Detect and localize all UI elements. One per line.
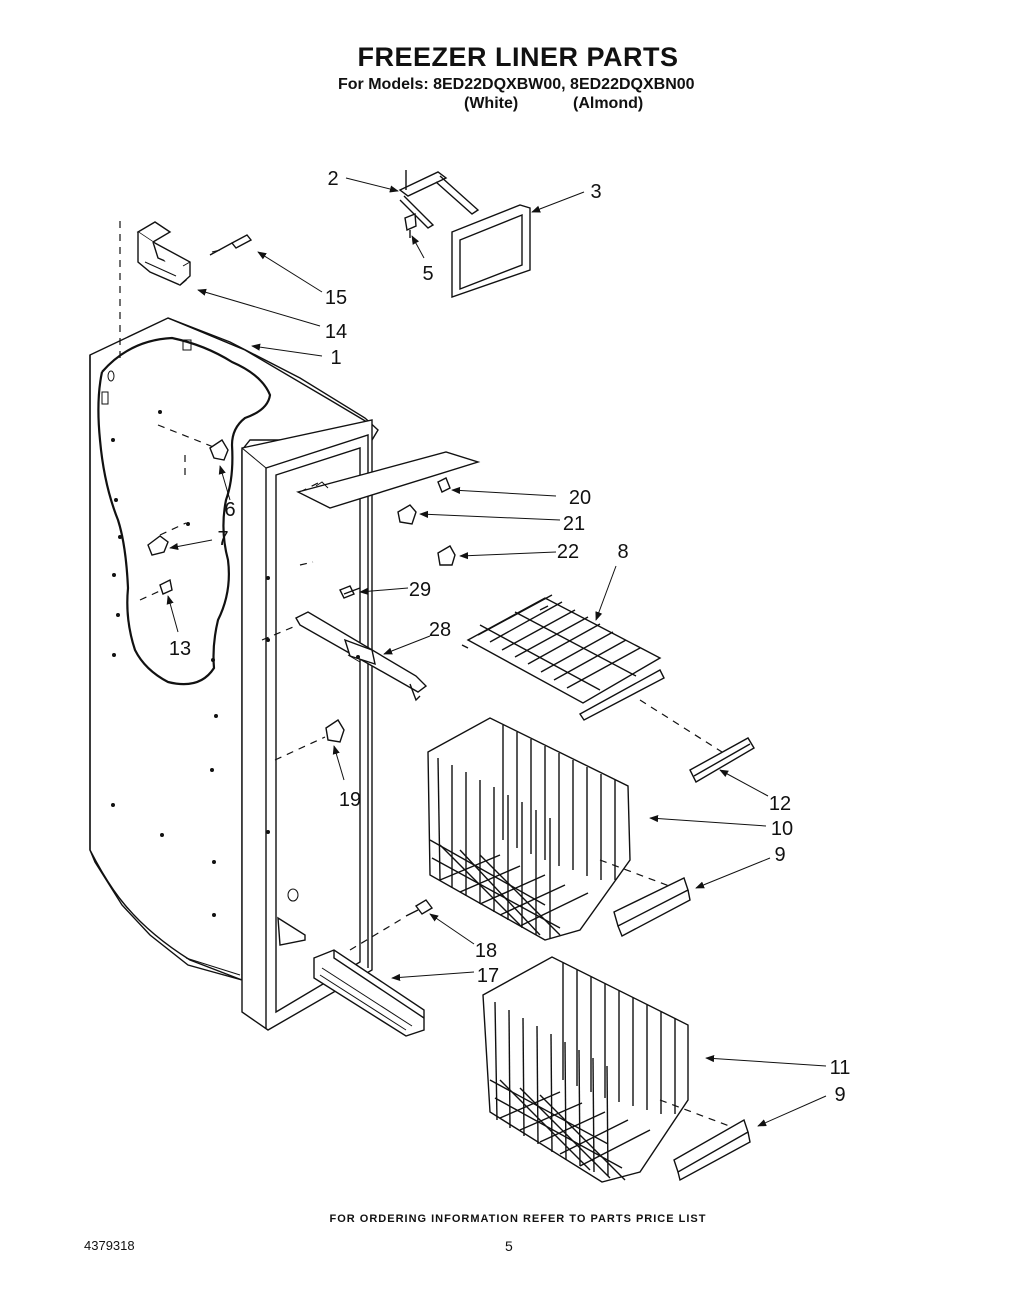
callout-29: 29 [409,579,431,601]
page-title: FREEZER LINER PARTS [357,42,679,72]
shelf-screw [339,585,361,599]
upper-freezer-basket [427,717,681,941]
freezer-liner [89,218,379,1031]
callout-9-upper: 9 [774,844,785,866]
callout-13: 13 [169,638,191,660]
basket-trim-upper [613,877,691,937]
shelf-support-rail [295,611,428,702]
top-hinge-bracket [136,221,191,286]
callout-5: 5 [422,263,433,285]
callout-10: 10 [771,818,793,840]
clip-part-21 [397,504,417,525]
callout-28: 28 [429,619,451,641]
hinge-screw [209,234,253,256]
callout-14: 14 [325,321,347,343]
clip-part-22 [437,545,456,566]
callout-17: 17 [477,965,499,987]
wiring-harness [97,336,272,686]
color-label-white: (White) [464,95,519,112]
callout-15: 15 [325,287,347,309]
callout-18: 18 [475,940,497,962]
shelf-front-rail [639,699,755,783]
callout-12: 12 [769,793,791,815]
light-lens-frame [451,204,531,298]
callout-2: 2 [327,168,338,190]
leader-arrows [166,177,827,1127]
light-screw [404,212,417,238]
models-line: For Models: 8ED22DQXBW00, 8ED22DQXBN00 [338,76,695,93]
callout-9-lower: 9 [834,1084,845,1106]
clip-part-7 [147,522,190,556]
bottom-front-trim [313,949,425,1037]
callout-19: 19 [339,789,361,811]
wire-shelf [461,594,665,721]
callout-3: 3 [590,181,601,203]
clip-part-19 [325,719,345,743]
callout-1: 1 [330,347,341,369]
ordering-note: FOR ORDERING INFORMATION REFER TO PARTS … [329,1213,707,1225]
callout-11: 11 [830,1057,851,1079]
lower-freezer-basket [482,956,741,1183]
liner-mounting-holes [111,410,299,917]
basket-trim-lower [673,1118,751,1182]
callout-7: 7 [217,528,228,550]
clip-part-6 [209,439,229,461]
callout-labels: 2 3 5 15 14 1 20 21 22 8 29 28 6 7 13 19… [169,168,851,1106]
control-panel-plate [296,451,481,509]
page-number: 5 [505,1238,513,1254]
callout-8: 8 [617,541,628,563]
callout-21: 21 [563,513,585,535]
clip-part-13 [159,578,173,595]
document-number: 4379318 [84,1238,135,1253]
color-label-almond: (Almond) [573,95,644,112]
bottom-trim-screw [349,899,434,951]
callout-22: 22 [557,541,579,563]
callout-6: 6 [224,499,235,521]
callout-20: 20 [569,487,591,509]
